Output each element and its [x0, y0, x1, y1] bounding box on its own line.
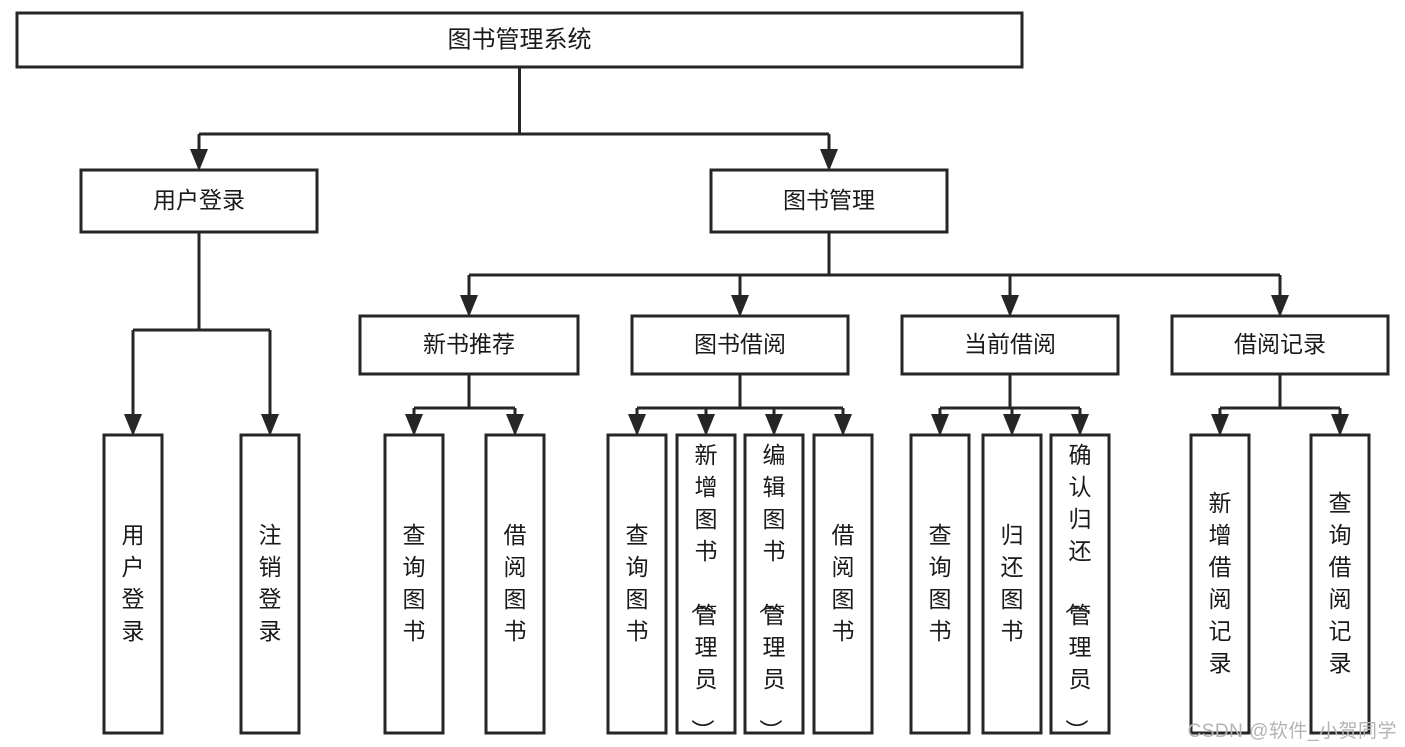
node-box [630, 314, 850, 376]
arrow-head-icon [731, 295, 749, 317]
node-leaf-user-login[interactable]: 用户登录 [102, 433, 164, 735]
node-label: 确认归还（管理员） [1064, 442, 1092, 742]
node-leaf-borrow-book-rec[interactable]: 借阅图书 [484, 433, 546, 735]
node-label: 新增图书（管理员） [690, 442, 718, 742]
arrow-head-icon [628, 414, 646, 436]
node-box [743, 433, 805, 735]
arrow-head-icon [1071, 414, 1089, 436]
arrow-head-icon [405, 414, 423, 436]
arrow-head-icon [261, 414, 279, 436]
node-box [606, 433, 668, 735]
node-label: 图书借阅 [694, 331, 786, 357]
node-box [79, 168, 319, 234]
node-leaf-add-borrow-record[interactable]: 新增借阅记录 [1189, 433, 1251, 735]
node-box [900, 314, 1120, 376]
node-user-login[interactable]: 用户登录 [79, 168, 319, 234]
arrow-head-icon [1211, 414, 1229, 436]
node-leaf-return-book[interactable]: 归还图书 [981, 433, 1043, 735]
node-box [675, 433, 737, 735]
arrow-head-icon [1001, 295, 1019, 317]
watermark-text: CSDN @软件_小贺同学 [1187, 721, 1397, 742]
node-label: 借阅记录 [1234, 331, 1326, 357]
node-label: 编辑图书（管理员） [758, 442, 786, 742]
node-label: 用户登录 [153, 187, 245, 213]
arrow-head-icon [697, 414, 715, 436]
node-leaf-query-book-borrow[interactable]: 查询图书 [606, 433, 668, 735]
node-box [1189, 433, 1251, 735]
node-label: 归还图书 [1001, 522, 1024, 644]
node-box [709, 168, 949, 234]
node-box [383, 433, 445, 735]
node-label: 图书管理 [783, 187, 875, 213]
node-leaf-logout-login[interactable]: 注销登录 [239, 433, 301, 735]
node-box [358, 314, 580, 376]
node-new-book-recommend[interactable]: 新书推荐 [358, 314, 580, 376]
node-box [1170, 314, 1390, 376]
node-label: 查询图书 [403, 522, 426, 644]
node-box [239, 433, 301, 735]
arrow-head-icon [931, 414, 949, 436]
arrow-head-icon [834, 414, 852, 436]
node-leaf-query-borrow-record[interactable]: 查询借阅记录 [1309, 433, 1371, 735]
node-layer: 图书管理系统用户登录图书管理新书推荐图书借阅当前借阅借阅记录用户登录注销登录查询… [15, 11, 1390, 742]
arrow-head-icon [1271, 295, 1289, 317]
node-label: 图书管理系统 [448, 26, 592, 53]
node-leaf-add-book-admin[interactable]: 新增图书（管理员） [675, 433, 737, 742]
node-label: 用户登录 [122, 522, 145, 644]
node-root[interactable]: 图书管理系统 [15, 11, 1024, 69]
arrow-head-icon [1331, 414, 1349, 436]
node-label: 查询图书 [929, 522, 952, 644]
node-box [812, 433, 874, 735]
node-box [15, 11, 1024, 69]
arrow-head-icon [124, 414, 142, 436]
connector-layer [124, 67, 1349, 436]
node-book-borrow[interactable]: 图书借阅 [630, 314, 850, 376]
node-label: 借阅图书 [832, 522, 855, 644]
node-box [909, 433, 971, 735]
arrow-head-icon [460, 295, 478, 317]
node-label: 新书推荐 [423, 331, 515, 357]
node-label: 借阅图书 [504, 522, 527, 644]
node-box [484, 433, 546, 735]
node-box [102, 433, 164, 735]
node-label: 注销登录 [259, 522, 282, 644]
node-label: 新增借阅记录 [1209, 490, 1232, 676]
arrow-head-icon [1003, 414, 1021, 436]
node-leaf-edit-book-admin[interactable]: 编辑图书（管理员） [743, 433, 805, 742]
node-label: 查询借阅记录 [1329, 490, 1352, 676]
node-box [1309, 433, 1371, 735]
node-leaf-query-book-cur[interactable]: 查询图书 [909, 433, 971, 735]
node-box [1049, 433, 1111, 735]
node-leaf-confirm-return-admin[interactable]: 确认归还（管理员） [1049, 433, 1111, 742]
node-borrow-record[interactable]: 借阅记录 [1170, 314, 1390, 376]
node-book-management[interactable]: 图书管理 [709, 168, 949, 234]
node-leaf-borrow-book[interactable]: 借阅图书 [812, 433, 874, 735]
node-box [981, 433, 1043, 735]
arrow-head-icon [190, 149, 208, 171]
node-label: 查询图书 [626, 522, 649, 644]
node-current-borrow[interactable]: 当前借阅 [900, 314, 1120, 376]
arrow-head-icon [765, 414, 783, 436]
arrow-head-icon [820, 149, 838, 171]
node-label: 当前借阅 [964, 331, 1056, 357]
arrow-head-icon [506, 414, 524, 436]
node-leaf-query-book-rec[interactable]: 查询图书 [383, 433, 445, 735]
